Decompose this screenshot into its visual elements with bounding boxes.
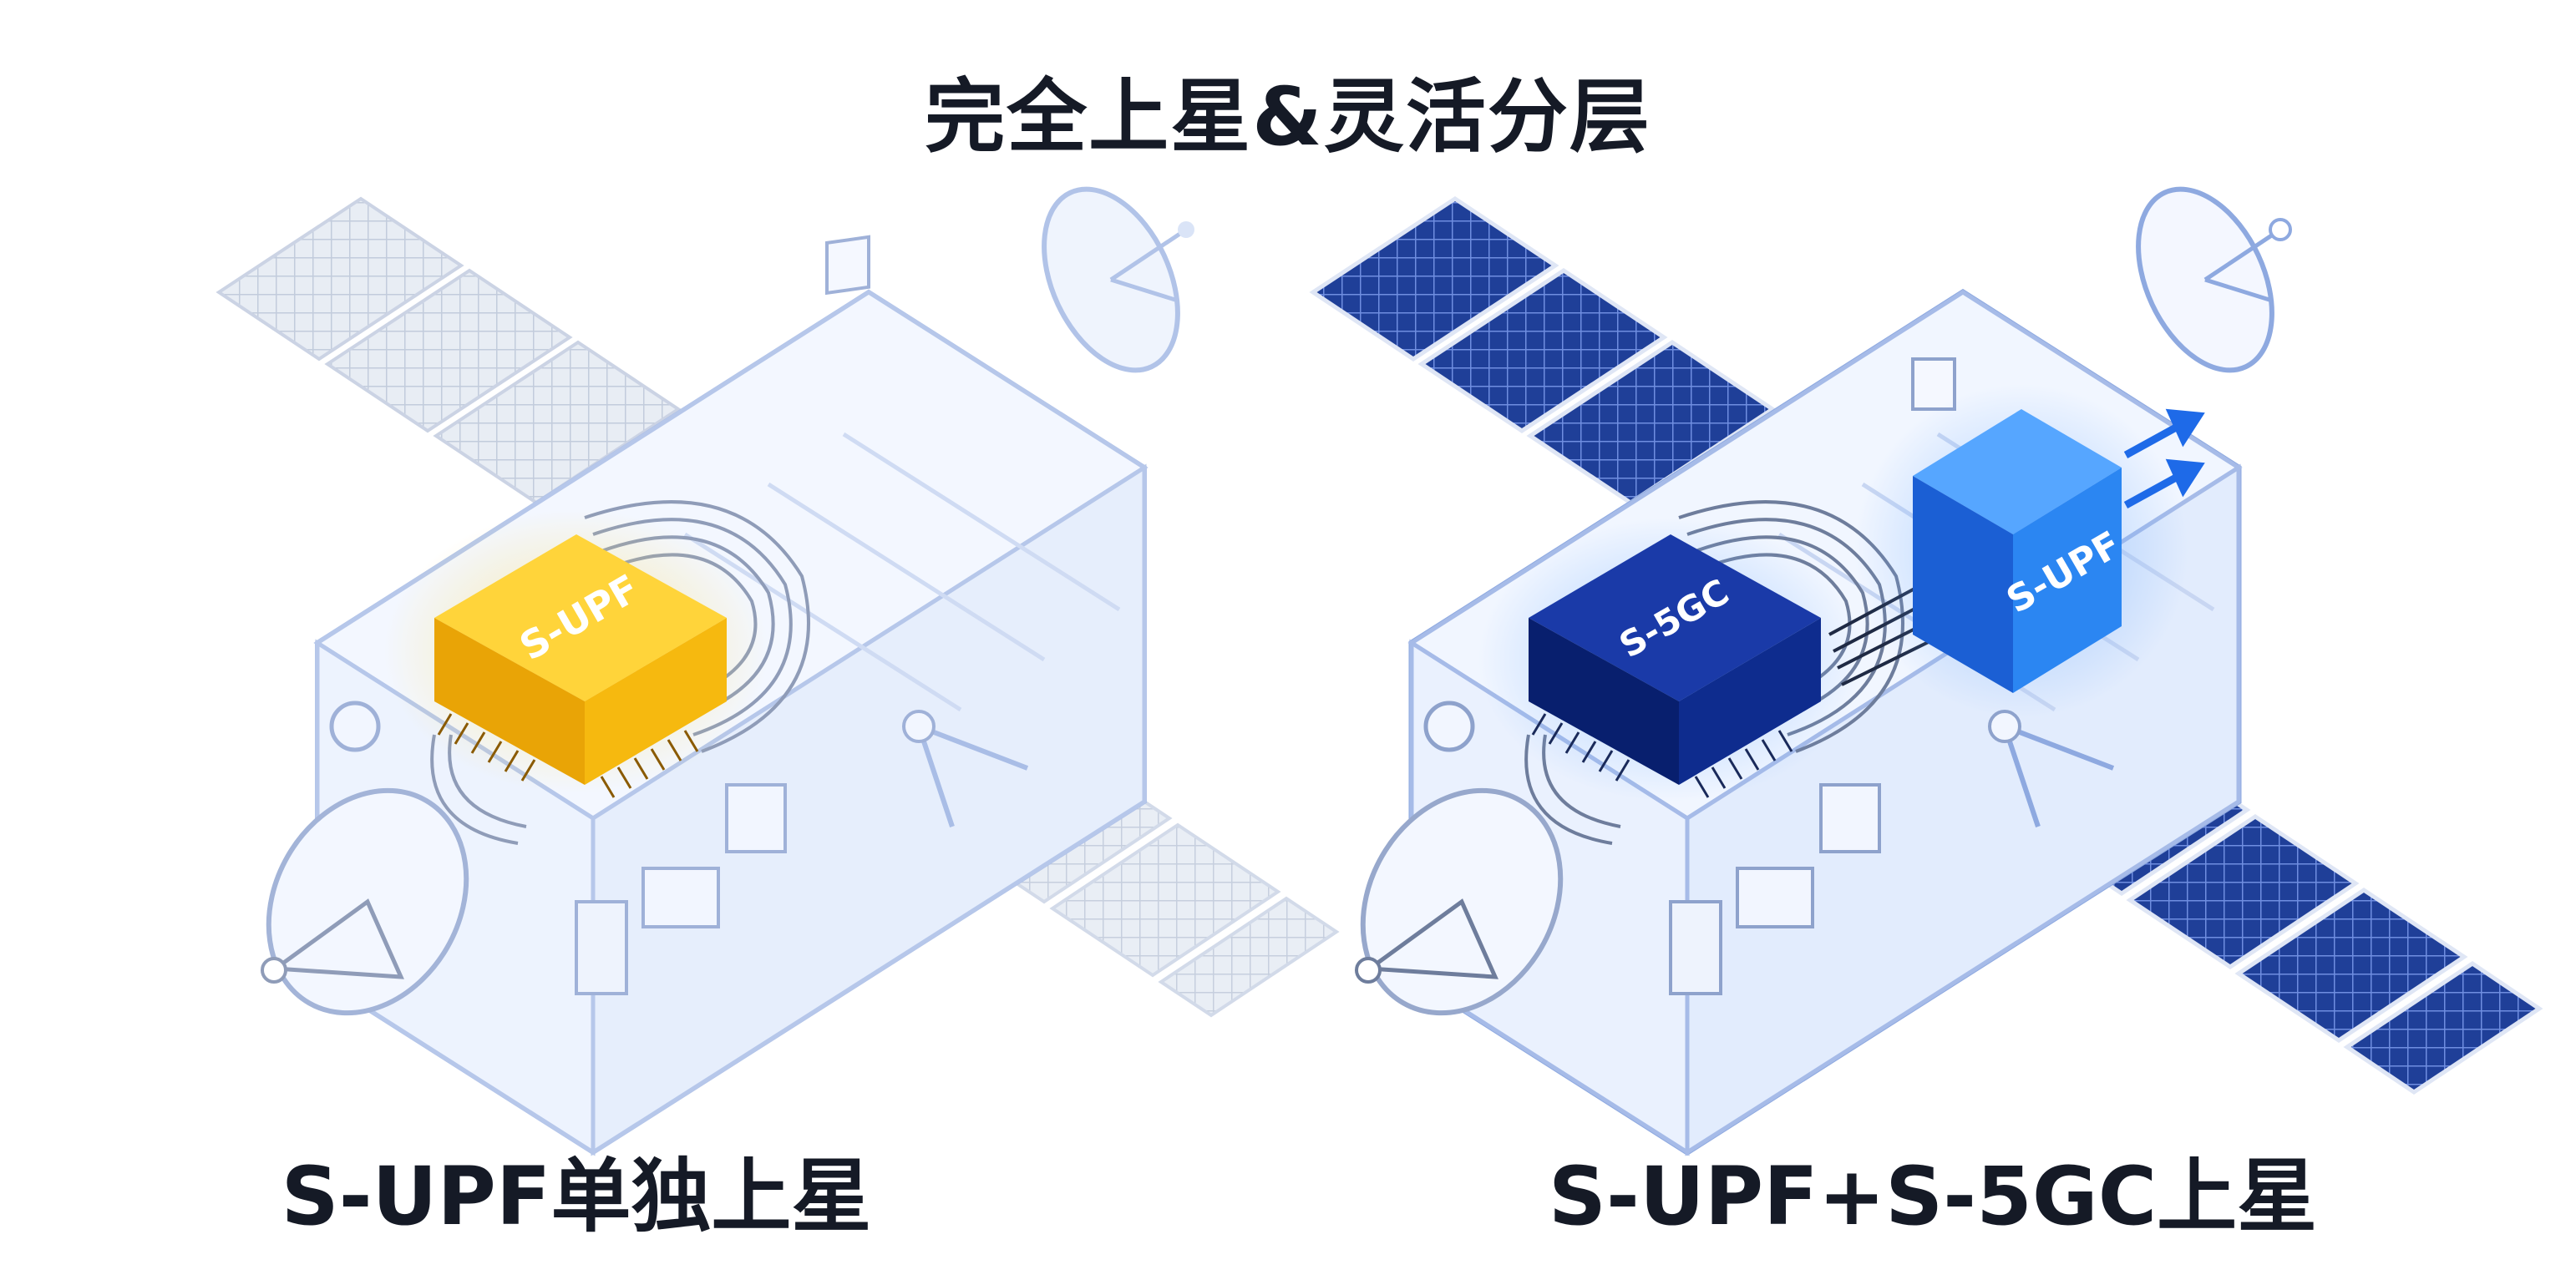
right-satellite: S-5GC S-UPF	[1309, 186, 2543, 1156]
right-antenna-dish-bottom	[1355, 787, 1564, 1016]
right-output-arrows	[2123, 408, 2205, 508]
left-satellite: S-UPF	[216, 186, 1340, 1156]
left-supf-chip: S-UPF	[384, 509, 768, 798]
right-solar-panel-upper	[1309, 196, 1777, 505]
diagram-title: 完全上星&灵活分层	[925, 70, 1651, 164]
right-antenna-dish-top	[2136, 186, 2292, 373]
left-solar-panel-upper	[216, 196, 682, 505]
left-antenna-dish-bottom	[261, 787, 469, 1016]
left-antenna-dish-top	[1042, 186, 1194, 373]
right-panel-caption: S-UPF+S-5GC上星	[1548, 1150, 2318, 1243]
left-panel-caption: S-UPF单独上星	[281, 1150, 872, 1243]
right-supf-chip: S-UPF	[1854, 384, 2188, 718]
right-s5gc-chip: S-5GC	[1478, 518, 1863, 802]
